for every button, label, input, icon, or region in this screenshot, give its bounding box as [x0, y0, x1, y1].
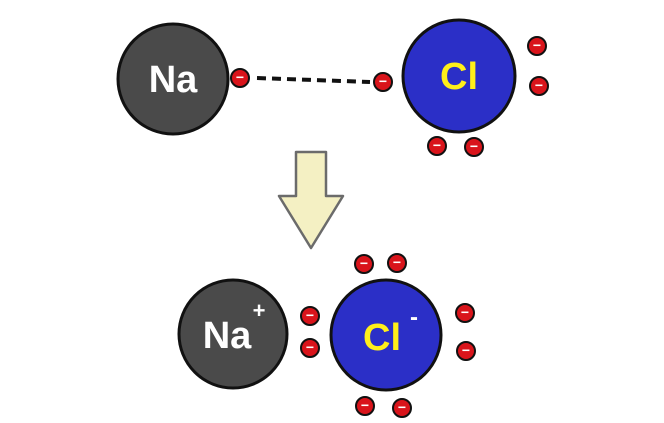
sodium-atom: Na: [116, 22, 230, 136]
sodium-symbol: Na: [149, 59, 198, 101]
svg-text:−: −: [306, 307, 314, 323]
svg-text:−: −: [361, 397, 369, 413]
chloride-ion: Cl -: [329, 278, 443, 392]
chlorine-atom: Cl: [401, 18, 517, 134]
svg-text:−: −: [433, 137, 441, 153]
svg-text:−: −: [236, 69, 244, 85]
electron-transfer-path: [256, 76, 371, 84]
electron: −: [427, 136, 447, 156]
svg-text:−: −: [533, 37, 541, 53]
svg-text:−: −: [360, 255, 368, 271]
svg-text:−: −: [306, 339, 314, 355]
sodium-circle: [116, 22, 230, 136]
electron: −: [373, 72, 393, 92]
electron: −: [387, 253, 407, 273]
sodium-ion: Na +: [177, 278, 289, 390]
down-arrow-icon: [277, 150, 345, 250]
svg-text:−: −: [462, 342, 470, 358]
sodium-ion-circle: [177, 278, 289, 390]
chlorine-symbol: Cl: [440, 56, 478, 98]
chloride-ion-charge: -: [410, 304, 418, 331]
electron: −: [464, 137, 484, 157]
svg-text:−: −: [461, 304, 469, 320]
electron: −: [529, 76, 549, 96]
electron: −: [300, 306, 320, 326]
svg-text:−: −: [470, 138, 478, 154]
electron: −: [230, 68, 250, 88]
svg-text:−: −: [398, 399, 406, 415]
electron: −: [300, 338, 320, 358]
sodium-ion-charge: +: [253, 298, 266, 323]
svg-text:−: −: [379, 73, 387, 89]
chlorine-circle: [401, 18, 517, 134]
electron: −: [456, 341, 476, 361]
chloride-ion-circle: [329, 278, 443, 392]
electron: −: [455, 303, 475, 323]
after-reaction: Na + Cl - − − − − −: [177, 253, 476, 418]
electron: −: [527, 36, 547, 56]
electron: −: [355, 396, 375, 416]
svg-text:−: −: [535, 77, 543, 93]
before-reaction: Na Cl − − − − −: [116, 18, 549, 157]
sodium-ion-symbol: Na: [203, 315, 252, 357]
electron: −: [354, 254, 374, 274]
chloride-ion-symbol: Cl: [363, 317, 401, 359]
electron: −: [392, 398, 412, 418]
svg-text:−: −: [393, 254, 401, 270]
